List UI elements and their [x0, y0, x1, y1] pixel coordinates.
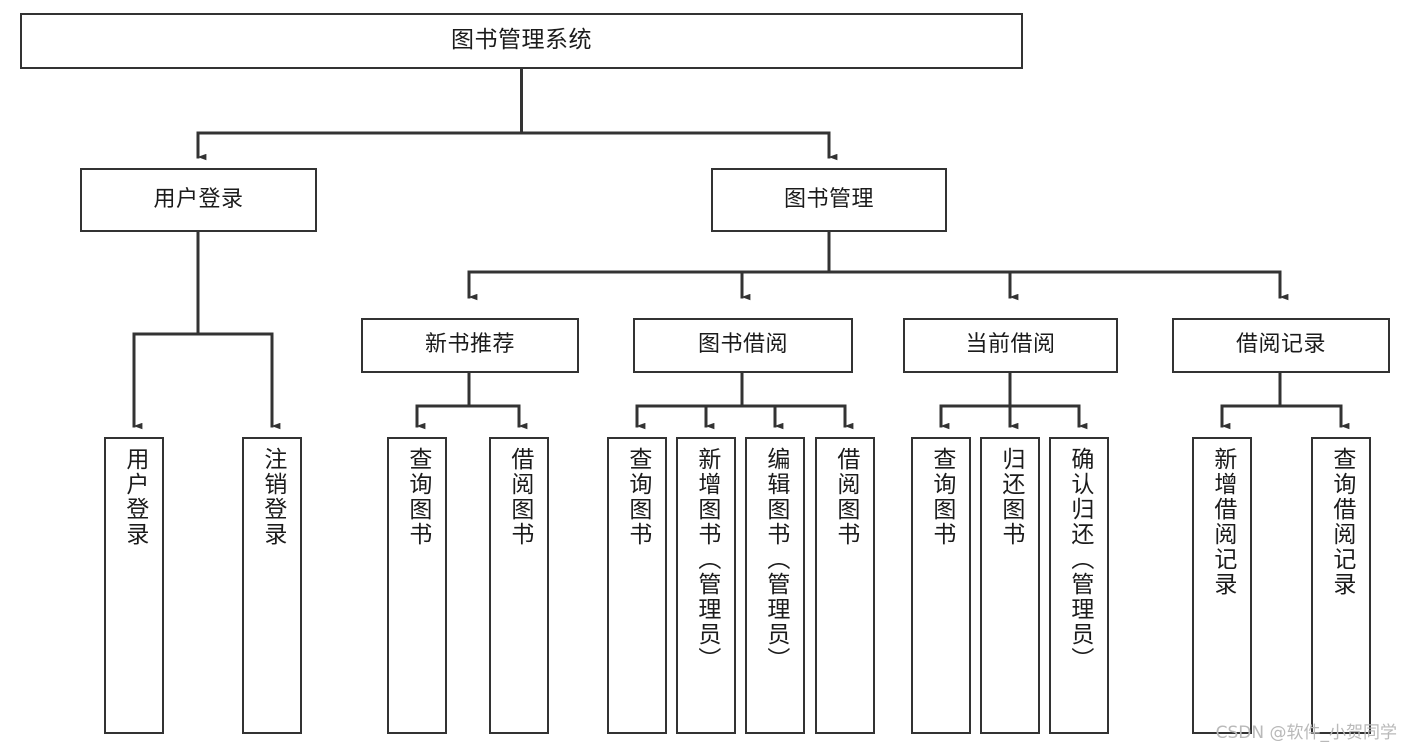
- watermark-text: CSDN @软件_小贺同学: [1215, 723, 1397, 743]
- node-label: 借阅记录: [1235, 332, 1326, 358]
- node-label: 新书推荐: [424, 332, 515, 358]
- node-leaf-borrow-book-2[interactable]: 借阅图书: [815, 437, 875, 734]
- node-label: 新增图书（管理员）: [693, 447, 720, 672]
- node-borrow-record[interactable]: 借阅记录: [1172, 318, 1390, 373]
- node-label: 查询图书: [928, 447, 955, 547]
- node-user-login[interactable]: 用户登录: [80, 168, 317, 232]
- node-label: 图书管理: [783, 186, 874, 212]
- node-leaf-query-book-3[interactable]: 查询图书: [911, 437, 971, 734]
- node-leaf-query-record[interactable]: 查询借阅记录: [1311, 437, 1371, 734]
- node-label: 用户登录: [121, 447, 148, 547]
- node-leaf-add-record[interactable]: 新增借阅记录: [1192, 437, 1252, 734]
- node-label: 借阅图书: [506, 447, 533, 547]
- node-leaf-logout-login[interactable]: 注销登录: [242, 437, 302, 734]
- node-label: 新增借阅记录: [1209, 447, 1236, 597]
- node-book-management[interactable]: 图书管理: [711, 168, 947, 232]
- node-label: 编辑图书（管理员）: [762, 447, 789, 672]
- node-leaf-edit-book[interactable]: 编辑图书（管理员）: [745, 437, 805, 734]
- node-label: 确认归还（管理员）: [1066, 447, 1093, 672]
- node-label: 归还图书: [997, 447, 1024, 547]
- node-leaf-query-book-1[interactable]: 查询图书: [387, 437, 447, 734]
- node-leaf-return-book[interactable]: 归还图书: [980, 437, 1040, 734]
- node-leaf-confirm-return[interactable]: 确认归还（管理员）: [1049, 437, 1109, 734]
- node-label: 注销登录: [259, 447, 286, 547]
- node-label: 查询图书: [404, 447, 431, 547]
- node-label: 图书借阅: [697, 332, 788, 358]
- node-new-book-recommend[interactable]: 新书推荐: [361, 318, 579, 373]
- node-label: 图书管理系统: [451, 27, 592, 54]
- node-leaf-user-login[interactable]: 用户登录: [104, 437, 164, 734]
- node-label: 借阅图书: [832, 447, 859, 547]
- node-label: 当前借阅: [965, 332, 1056, 358]
- node-label: 用户登录: [153, 186, 244, 212]
- node-leaf-borrow-book-1[interactable]: 借阅图书: [489, 437, 549, 734]
- node-label: 查询借阅记录: [1328, 447, 1355, 597]
- node-leaf-query-book-2[interactable]: 查询图书: [607, 437, 667, 734]
- node-label: 查询图书: [624, 447, 651, 547]
- node-leaf-add-book[interactable]: 新增图书（管理员）: [676, 437, 736, 734]
- node-root-book-management-system[interactable]: 图书管理系统: [20, 13, 1023, 69]
- node-book-borrow[interactable]: 图书借阅: [633, 318, 853, 373]
- node-current-borrow[interactable]: 当前借阅: [903, 318, 1118, 373]
